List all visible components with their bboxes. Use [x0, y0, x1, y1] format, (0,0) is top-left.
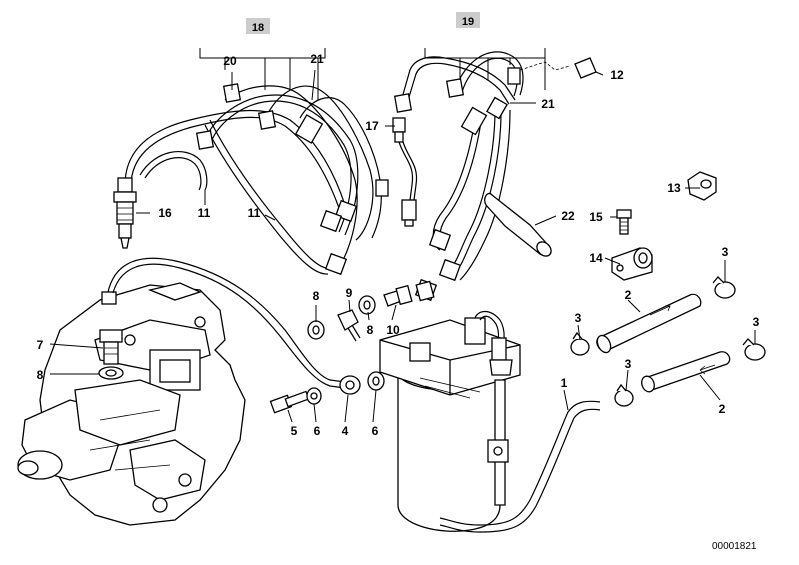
callout-14: 14 — [589, 251, 603, 265]
callout-1: 1 — [561, 376, 568, 390]
callout-13: 13 — [667, 181, 681, 195]
callout-21-right: 21 — [541, 97, 555, 111]
line-clip — [687, 171, 717, 201]
fuel-filter — [379, 310, 521, 532]
injection-lines-left — [124, 85, 382, 275]
callout-8-center: 8 — [367, 323, 374, 337]
sleeve — [574, 57, 597, 79]
callout-11-short: 11 — [198, 206, 211, 220]
return-hose-outer — [112, 263, 346, 389]
callout-22: 22 — [561, 209, 575, 223]
callout-15: 15 — [589, 210, 603, 224]
return-hose — [107, 257, 346, 383]
callout-3-right: 3 — [753, 315, 760, 329]
group-label-box-19 — [456, 12, 480, 28]
sensor-with-cable — [392, 117, 418, 227]
callout-8-left: 8 — [37, 368, 44, 382]
callout-3-top: 3 — [722, 245, 729, 259]
callout-3-bottom: 3 — [625, 357, 632, 371]
callout-6-right: 6 — [372, 424, 379, 438]
group-label-19: 19 — [462, 16, 474, 28]
callout-17: 17 — [365, 119, 379, 133]
callout-5: 5 — [291, 424, 298, 438]
callout-2-bottom: 2 — [719, 402, 726, 416]
callout-6-left: 6 — [314, 424, 321, 438]
pump-fitting — [98, 291, 124, 380]
callout-8-upper: 8 — [313, 289, 320, 303]
group-label-18: 18 — [252, 22, 264, 34]
callout-4: 4 — [342, 424, 349, 438]
callout-10: 10 — [386, 323, 400, 337]
bracket — [611, 247, 653, 281]
injection-pump — [17, 282, 246, 526]
callout-3-mid: 3 — [575, 311, 582, 325]
fuel-pipe — [439, 400, 601, 526]
screw — [616, 209, 632, 235]
group-label-box-18 — [246, 18, 270, 34]
callout-16: 16 — [158, 206, 172, 220]
leader-lines — [49, 48, 756, 423]
callout-20: 20 — [223, 54, 237, 68]
protective-cap — [484, 192, 552, 257]
injector-nozzle — [113, 177, 137, 249]
fuel-hose-lower — [641, 351, 731, 393]
line-nuts-left — [195, 83, 389, 276]
banjo-fitting — [339, 375, 361, 395]
fuel-hose-upper — [596, 293, 702, 354]
callout-9: 9 — [346, 286, 353, 300]
callout-12: 12 — [610, 68, 624, 82]
leak-hose-short — [139, 151, 208, 191]
callout-2-top: 2 — [625, 288, 632, 302]
callout-11-long: 11 — [248, 206, 261, 220]
callout-7: 7 — [37, 338, 44, 352]
callout-21-left: 21 — [310, 52, 324, 66]
reference-number: 00001821 — [712, 541, 757, 552]
